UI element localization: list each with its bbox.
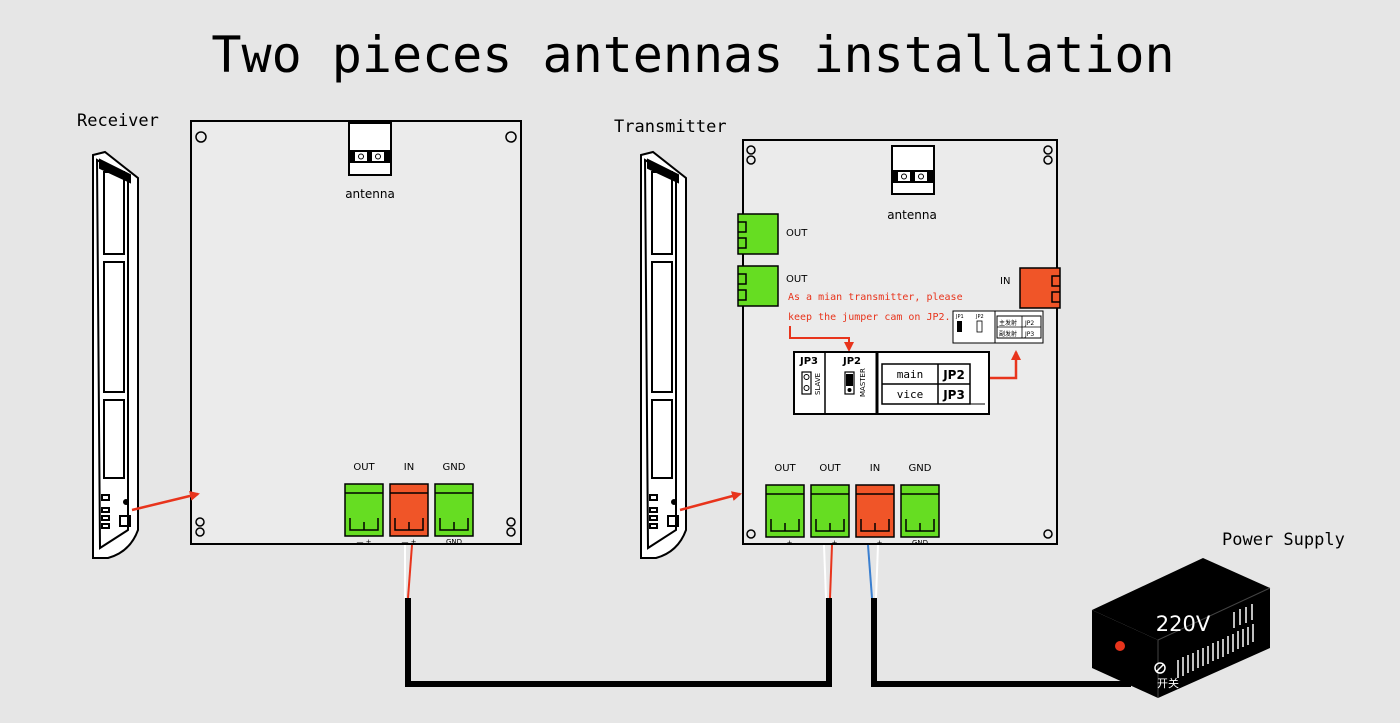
jumper-row-vice-jp: JP3 [942,388,965,402]
transmitter-terminal-1 [765,484,805,538]
mini-jp1-label: JP1 [955,314,964,320]
receiver-terminal-3-pins: GND [446,538,462,546]
transmitter-antenna-label: antenna [887,208,937,222]
note-pointer-arrow [789,326,854,352]
mini-jumper-panel: JP1 JP2 主发射 副发射 JP2 JP3 [952,310,1044,344]
jumper-note-line-1: As a mian transmitter, please [788,292,963,303]
tx-side-terminal-1 [737,213,779,255]
receiver-board: antenna [190,120,522,545]
receiver-terminal-1-label: OUT [353,462,375,473]
slave-label: SLAVE [814,373,822,395]
transmitter-terminal-4-label: GND [909,463,932,474]
transmitter-terminal-4-pins: GND [912,539,928,547]
transmitter-terminal-2-label: OUT [819,463,841,474]
jumper-panel: JP3 JP2 SLAVE MASTER main JP2 vice JP3 [793,351,990,415]
receiver-antenna-connector [348,122,392,176]
wiring [404,544,1131,687]
transmitter-terminal-4 [900,484,940,538]
receiver-terminal-2-pins: — + [401,538,416,546]
power-indicator-light [1115,641,1125,651]
receiver-terminal-1 [344,483,384,537]
receiver-antenna-label: antenna [345,187,395,201]
power-switch-label: 开关 [1157,676,1179,690]
receiver-terminal-2-label: IN [404,462,414,473]
transmitter-terminal-1-label: OUT [774,463,796,474]
transmitter-terminal-2 [810,484,850,538]
transmitter-label: Transmitter [614,117,727,137]
jumper-row-main-jp: JP2 [942,368,965,382]
tx-in-side-terminal [1019,267,1061,309]
tx-side-terminal-2-label: OUT [786,274,808,285]
mini-row-jp2: JP2 [1024,320,1034,327]
jp3-header: JP3 [799,356,818,367]
power-supply-box [1092,558,1271,698]
tx-side-terminal-2 [737,265,779,307]
jp2-jumper-master [844,371,855,395]
diagram-title: Two pieces antennas installation [211,26,1174,84]
power-supply-label: Power Supply [1222,530,1345,550]
transmitter-terminal-3 [855,484,895,538]
transmitter-terminal-3-pins: — + [867,539,882,547]
mini-panel-pointer-arrow [990,350,1021,380]
transmitter-terminal-3-label: IN [870,463,880,474]
receiver-terminal-1-pins: — + [356,538,371,546]
receiver-label: Receiver [77,111,159,131]
receiver-terminal-2 [389,483,429,537]
power-supply-voltage: 220V [1156,612,1211,636]
transmitter-terminal-1-pins: — + [777,539,792,547]
jumper-note-line-2: keep the jumper cam on JP2. [788,312,951,323]
transmitter-antenna-connector [891,145,935,195]
receiver-terminal-3 [434,483,474,537]
receiver-terminal-3-label: GND [443,462,466,473]
mini-jp2-label: JP2 [975,314,984,320]
transmitter-antenna [640,150,687,559]
jumper-row-main-name: main [897,368,924,381]
mini-row-jp3: JP3 [1024,331,1034,338]
jp3-jumper-slave [801,371,812,395]
jp2-header: JP2 [842,356,861,367]
master-label: MASTER [859,368,867,397]
mini-cn2: 副发射 [999,330,1017,338]
tx-in-side-terminal-label: IN [1000,276,1010,287]
receiver-antenna [92,150,139,559]
mini-cn1: 主发射 [999,319,1017,327]
receiver-pointer-arrow [131,491,200,512]
tx-side-terminal-1-label: OUT [786,228,808,239]
transmitter-pointer-arrow [679,491,742,512]
transmitter-terminal-2-pins: — + [822,539,837,547]
power-switch-icon [1154,662,1166,674]
jumper-row-vice-name: vice [897,388,924,401]
barcode-stripes [1177,604,1254,678]
transmitter-board: antenna [742,139,1058,545]
